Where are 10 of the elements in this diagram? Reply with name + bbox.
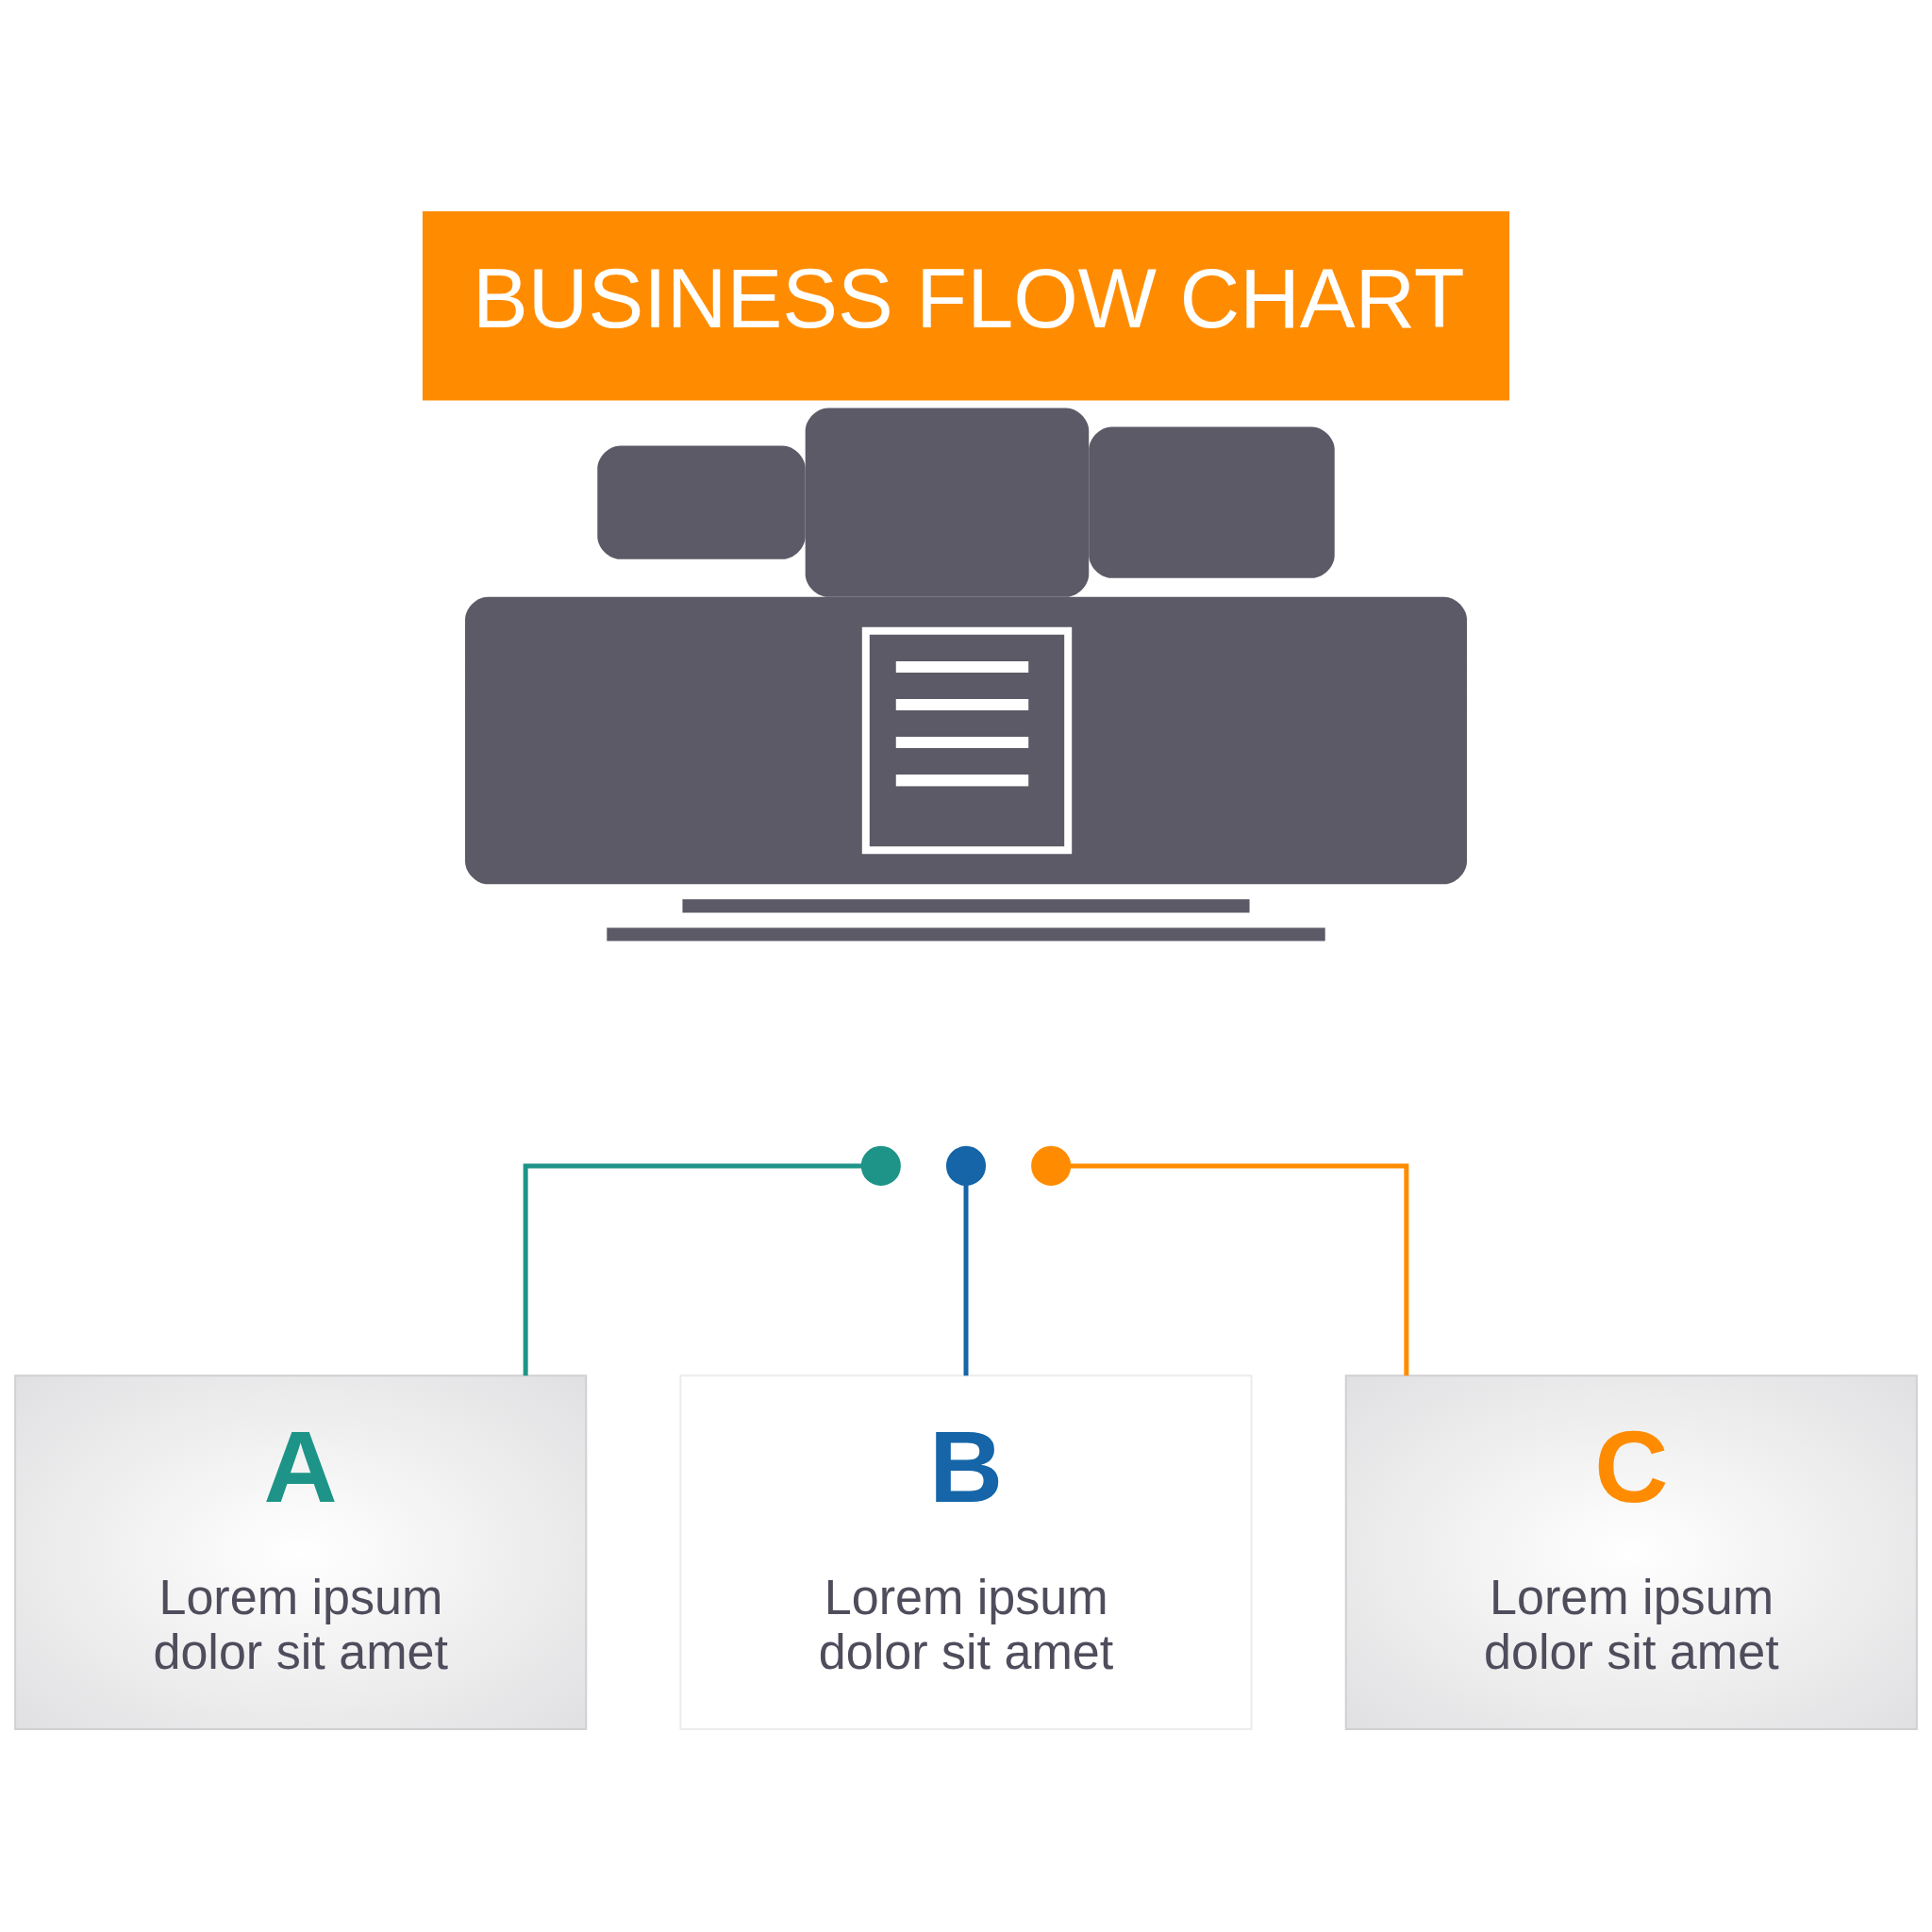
node-box: A Lorem ipsum dolor sit amet bbox=[14, 1374, 588, 1730]
connector bbox=[1070, 1162, 1409, 1375]
node-circle bbox=[945, 1145, 987, 1186]
diagram-title: BUSINESS FLOW CHART bbox=[473, 251, 1465, 345]
node-box: B Lorem ipsum dolor sit amet bbox=[679, 1374, 1253, 1730]
connector bbox=[963, 1184, 969, 1375]
node-circle bbox=[860, 1145, 901, 1186]
connector bbox=[523, 1162, 862, 1375]
node-circle bbox=[1031, 1145, 1072, 1186]
node-box: C Lorem ipsum dolor sit amet bbox=[1344, 1374, 1918, 1730]
